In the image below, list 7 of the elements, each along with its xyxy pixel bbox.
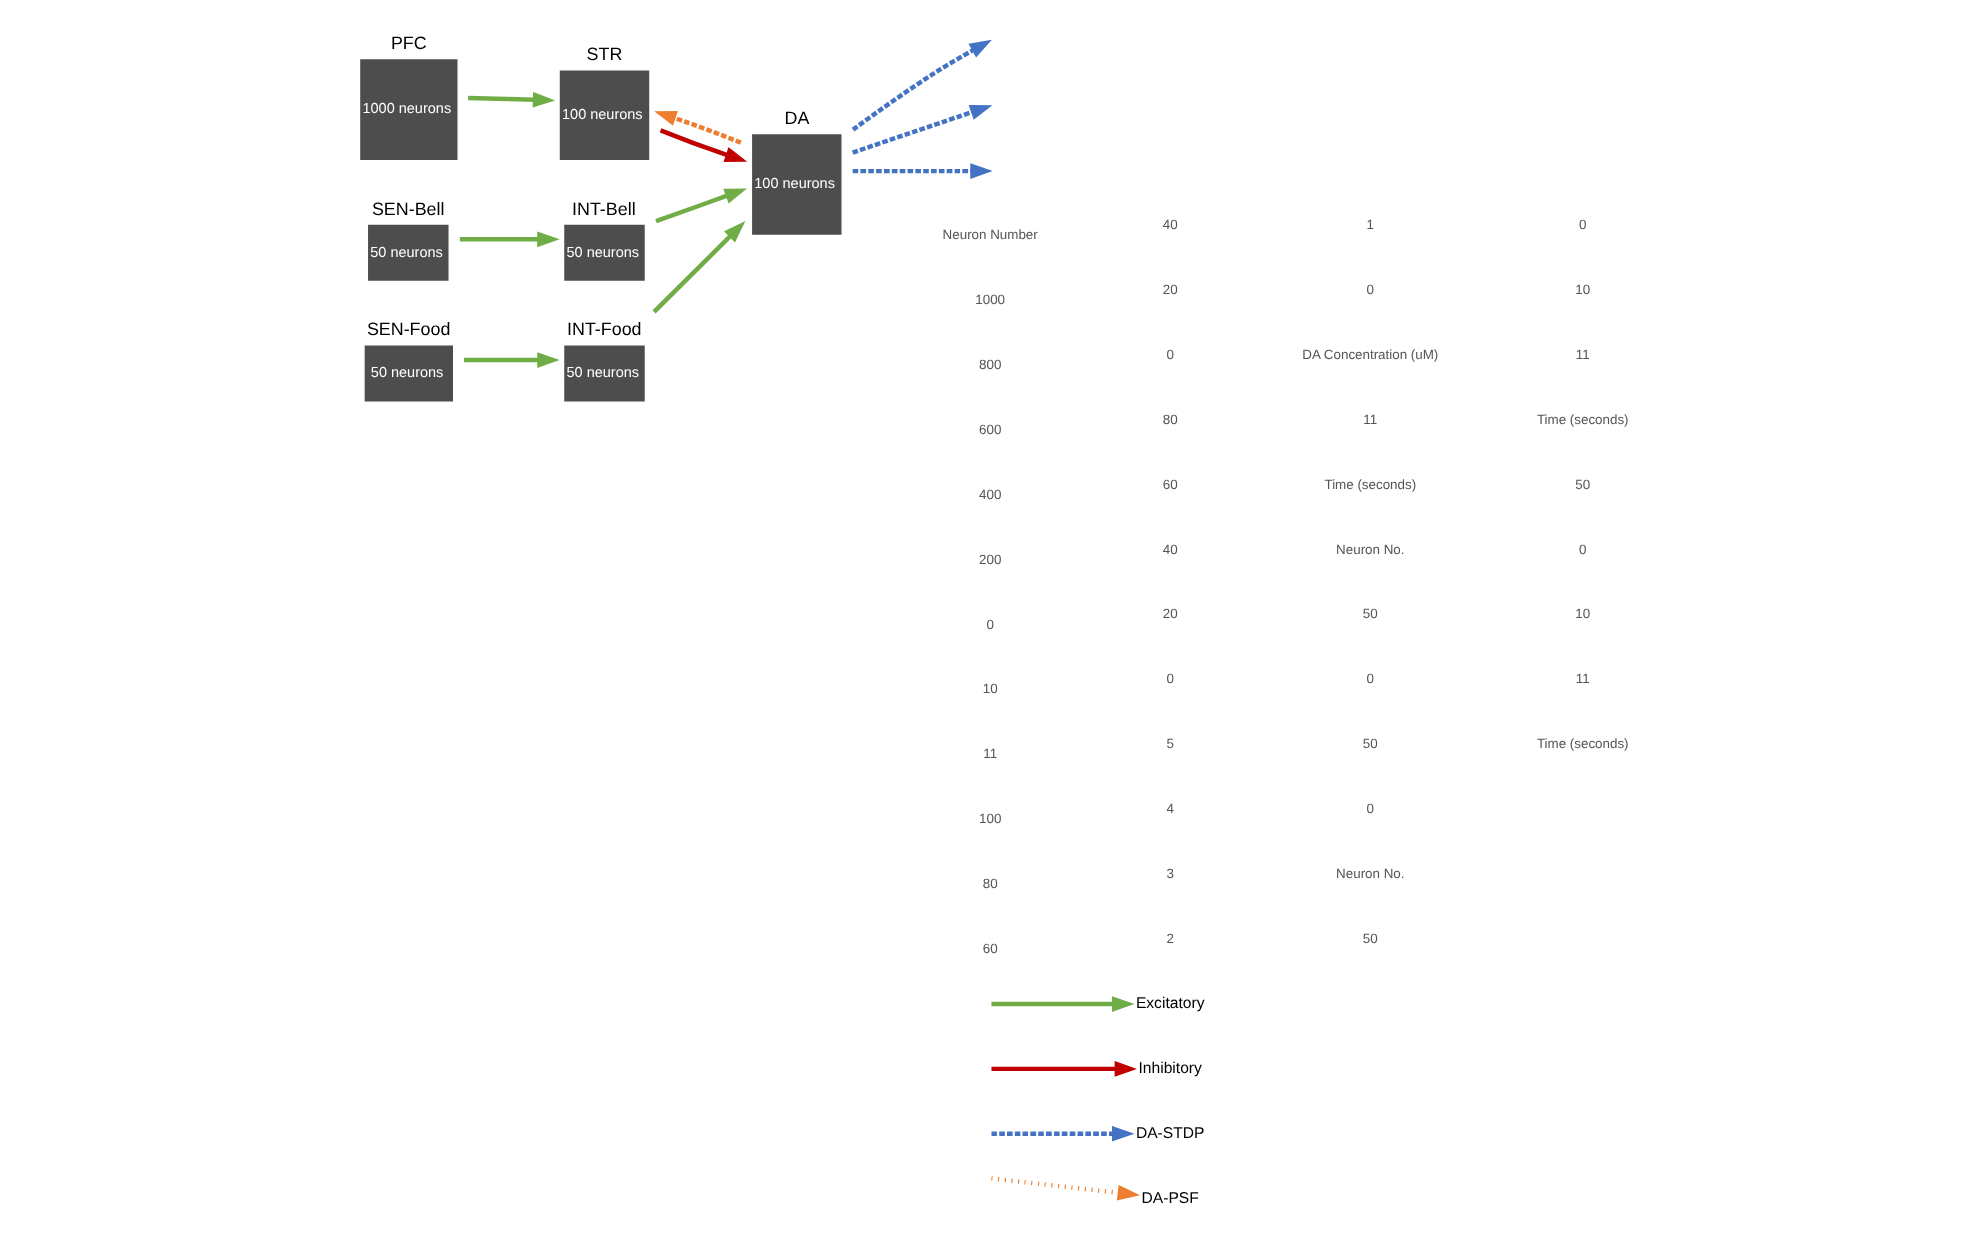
node-label: PFC bbox=[389, 33, 426, 54]
node-label: INT-Bell bbox=[571, 198, 635, 219]
node-label: STR bbox=[585, 44, 622, 65]
node-label: SEN-Food bbox=[365, 319, 450, 340]
node-label: SEN-Bell bbox=[370, 198, 444, 219]
node-label: DA bbox=[783, 107, 809, 128]
node-label: INT-Food bbox=[566, 319, 641, 340]
